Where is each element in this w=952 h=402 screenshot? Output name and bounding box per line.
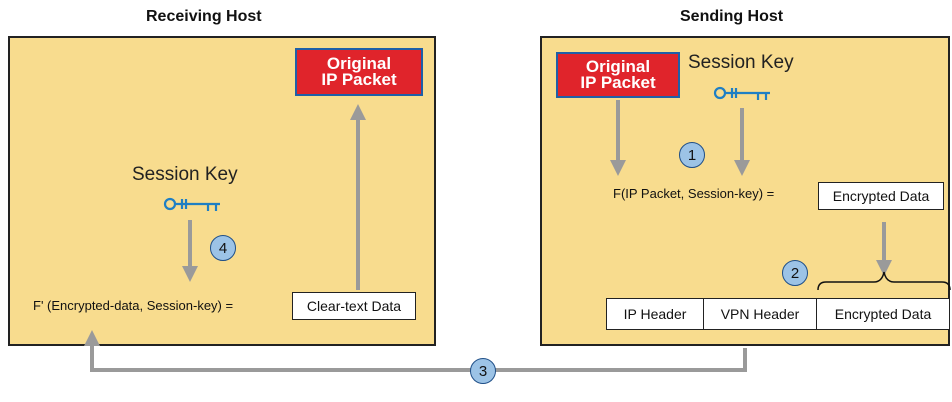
- step-1-badge: 1: [679, 142, 705, 168]
- vpn-packet-ip-header: IP Header: [606, 298, 704, 330]
- receiving-host-title: Receiving Host: [146, 8, 262, 25]
- vpn-packet-vpn-header: VPN Header: [703, 298, 817, 330]
- clear-text-data-box: Clear-text Data: [292, 292, 416, 320]
- sending-original-packet: Original IP Packet: [556, 52, 680, 98]
- vpn-packet-encrypted-data: Encrypted Data: [816, 298, 950, 330]
- step-4-badge: 4: [210, 235, 236, 261]
- key-icon: [163, 197, 220, 211]
- packet-line1: Original: [585, 57, 651, 76]
- encrypt-formula: F(IP Packet, Session-key) =: [613, 186, 775, 201]
- packet-line1: Original: [326, 54, 392, 73]
- receiving-session-key-label: Session Key: [132, 164, 238, 185]
- packet-line2: IP Packet: [580, 73, 656, 92]
- key-icon: [713, 86, 770, 100]
- step-2-badge: 2: [782, 260, 808, 286]
- decrypt-formula: F' (Encrypted-data, Session-key) =: [33, 298, 234, 313]
- receiving-original-packet: Original IP Packet: [295, 48, 423, 96]
- step-3-badge: 3: [470, 358, 496, 384]
- transfer-path: [84, 330, 747, 372]
- sending-session-key-label: Session Key: [688, 52, 794, 73]
- encrypted-data-brace: [817, 271, 951, 291]
- packet-line2: IP Packet: [321, 70, 397, 89]
- sending-host-title: Sending Host: [680, 8, 784, 25]
- encrypted-data-box: Encrypted Data: [818, 182, 944, 210]
